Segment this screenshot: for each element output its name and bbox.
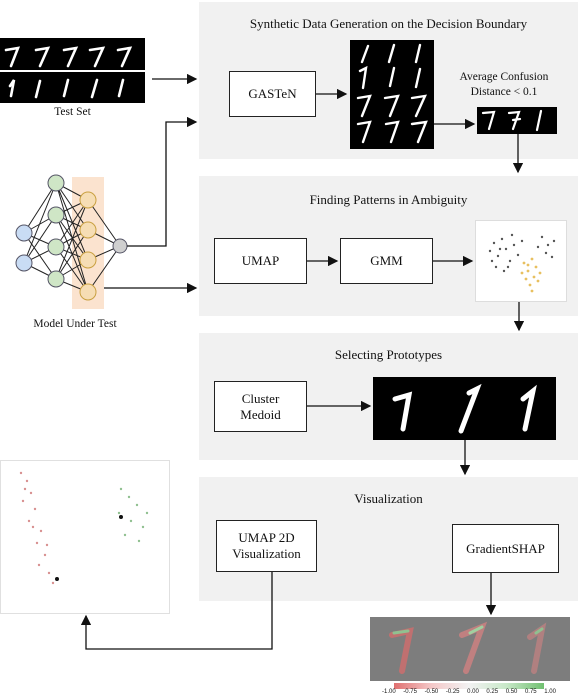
model-label: Model Under Test <box>33 318 117 330</box>
umap-2d-output-plot <box>0 460 170 614</box>
generated-images <box>350 40 434 149</box>
hidden-node <box>47 238 65 256</box>
test-set-digits <box>0 46 145 99</box>
cluster-scatter-plot <box>475 220 567 302</box>
stage-synthetic-data-title: Synthetic Data Generation on the Decisio… <box>249 16 528 31</box>
shap-colorbar-ticks: -1.00 -0.75 -0.50 -0.25 0.00 0.25 0.50 0… <box>382 689 556 699</box>
colorbar-tick: -0.50 <box>424 689 439 695</box>
cluster-medoid-box: Cluster Medoid <box>214 381 307 432</box>
umap-2d-line2: Visualization <box>232 546 301 561</box>
model-network-diagram <box>15 174 128 301</box>
filtered-digits <box>481 109 543 132</box>
filtered-images <box>477 107 557 134</box>
cluster-medoid-line2: Medoid <box>240 406 281 422</box>
gasten-box: GASTeN <box>229 71 316 117</box>
colorbar-tick: -0.25 <box>445 689 460 695</box>
shap-colorbar <box>394 683 544 689</box>
test-set-label: Test Set <box>54 106 91 118</box>
colorbar-tick: 0.50 <box>505 689 518 695</box>
gmm-box: GMM <box>340 238 433 284</box>
confusion-filter-label: Average Confusion Distance < 0.1 <box>459 71 549 98</box>
gradientshap-box: GradientSHAP <box>452 524 559 573</box>
input-node <box>15 224 33 242</box>
stage-prototypes-title: Selecting Prototypes <box>334 347 443 362</box>
stage-visualization-title: Visualization <box>354 491 423 506</box>
penultimate-node <box>79 251 97 269</box>
colorbar-tick: 1.00 <box>544 689 556 695</box>
cluster-medoid-line1: Cluster <box>241 390 280 406</box>
colorbar-tick: 0.75 <box>524 689 537 695</box>
colorbar-tick: -0.75 <box>403 689 417 695</box>
cluster-scatter-points <box>488 233 556 293</box>
hidden-node <box>47 270 65 288</box>
penultimate-node <box>79 191 97 209</box>
umap-2d-output-points <box>19 471 149 585</box>
prototype-digits <box>392 383 537 434</box>
penultimate-node <box>79 221 97 239</box>
hidden-node <box>47 206 65 224</box>
input-node <box>15 254 33 272</box>
umap-2d-box: UMAP 2D Visualization <box>216 520 317 572</box>
prototype-images <box>373 377 556 440</box>
gradientshap-output-image <box>370 617 570 681</box>
umap-2d-line1: UMAP 2D <box>238 530 295 545</box>
output-node <box>112 238 128 254</box>
generated-digits <box>356 43 428 144</box>
test-set-images <box>0 38 145 103</box>
gradientshap-heat-digits <box>389 621 547 674</box>
penultimate-node <box>79 283 97 301</box>
stage-patterns-title: Finding Patterns in Ambiguity <box>309 192 468 207</box>
hidden-node <box>47 174 65 192</box>
umap-box: UMAP <box>214 238 307 284</box>
colorbar-tick: 0.25 <box>486 689 499 695</box>
colorbar-tick: -1.00 <box>382 689 396 695</box>
colorbar-tick: 0.00 <box>467 689 479 695</box>
